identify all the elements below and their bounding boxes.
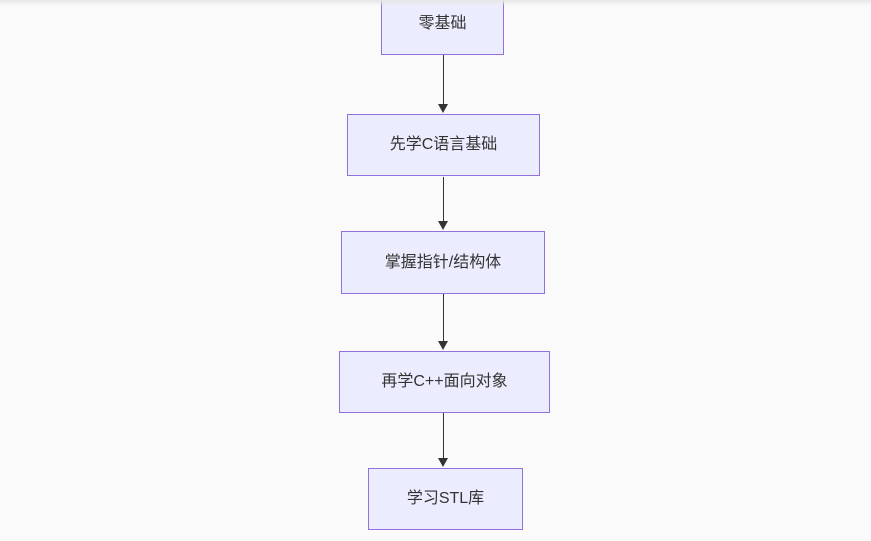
flow-node-label: 学习STL库	[406, 490, 485, 507]
arrow-down-icon	[438, 458, 449, 467]
edge-line-3	[442, 294, 444, 342]
flow-node-stl: 学习STL库	[368, 468, 523, 530]
flow-node-zero-basics: 零基础	[381, 0, 504, 55]
flow-node-label: 零基础	[418, 15, 467, 32]
flow-node-pointers-structs: 掌握指针/结构体	[341, 231, 545, 294]
flow-node-cpp-oop: 再学C++面向对象	[339, 351, 550, 413]
edge-line-1	[442, 55, 444, 105]
edge-line-4	[442, 413, 444, 459]
arrow-down-icon	[438, 341, 449, 350]
flow-node-c-basics: 先学C语言基础	[347, 114, 540, 176]
edge-line-2	[442, 177, 444, 222]
flow-node-label: 掌握指针/结构体	[384, 253, 502, 271]
flow-node-label: 先学C语言基础	[389, 136, 498, 153]
arrow-down-icon	[438, 221, 449, 230]
arrow-down-icon	[438, 104, 449, 113]
flow-node-label: 再学C++面向对象	[381, 373, 508, 390]
